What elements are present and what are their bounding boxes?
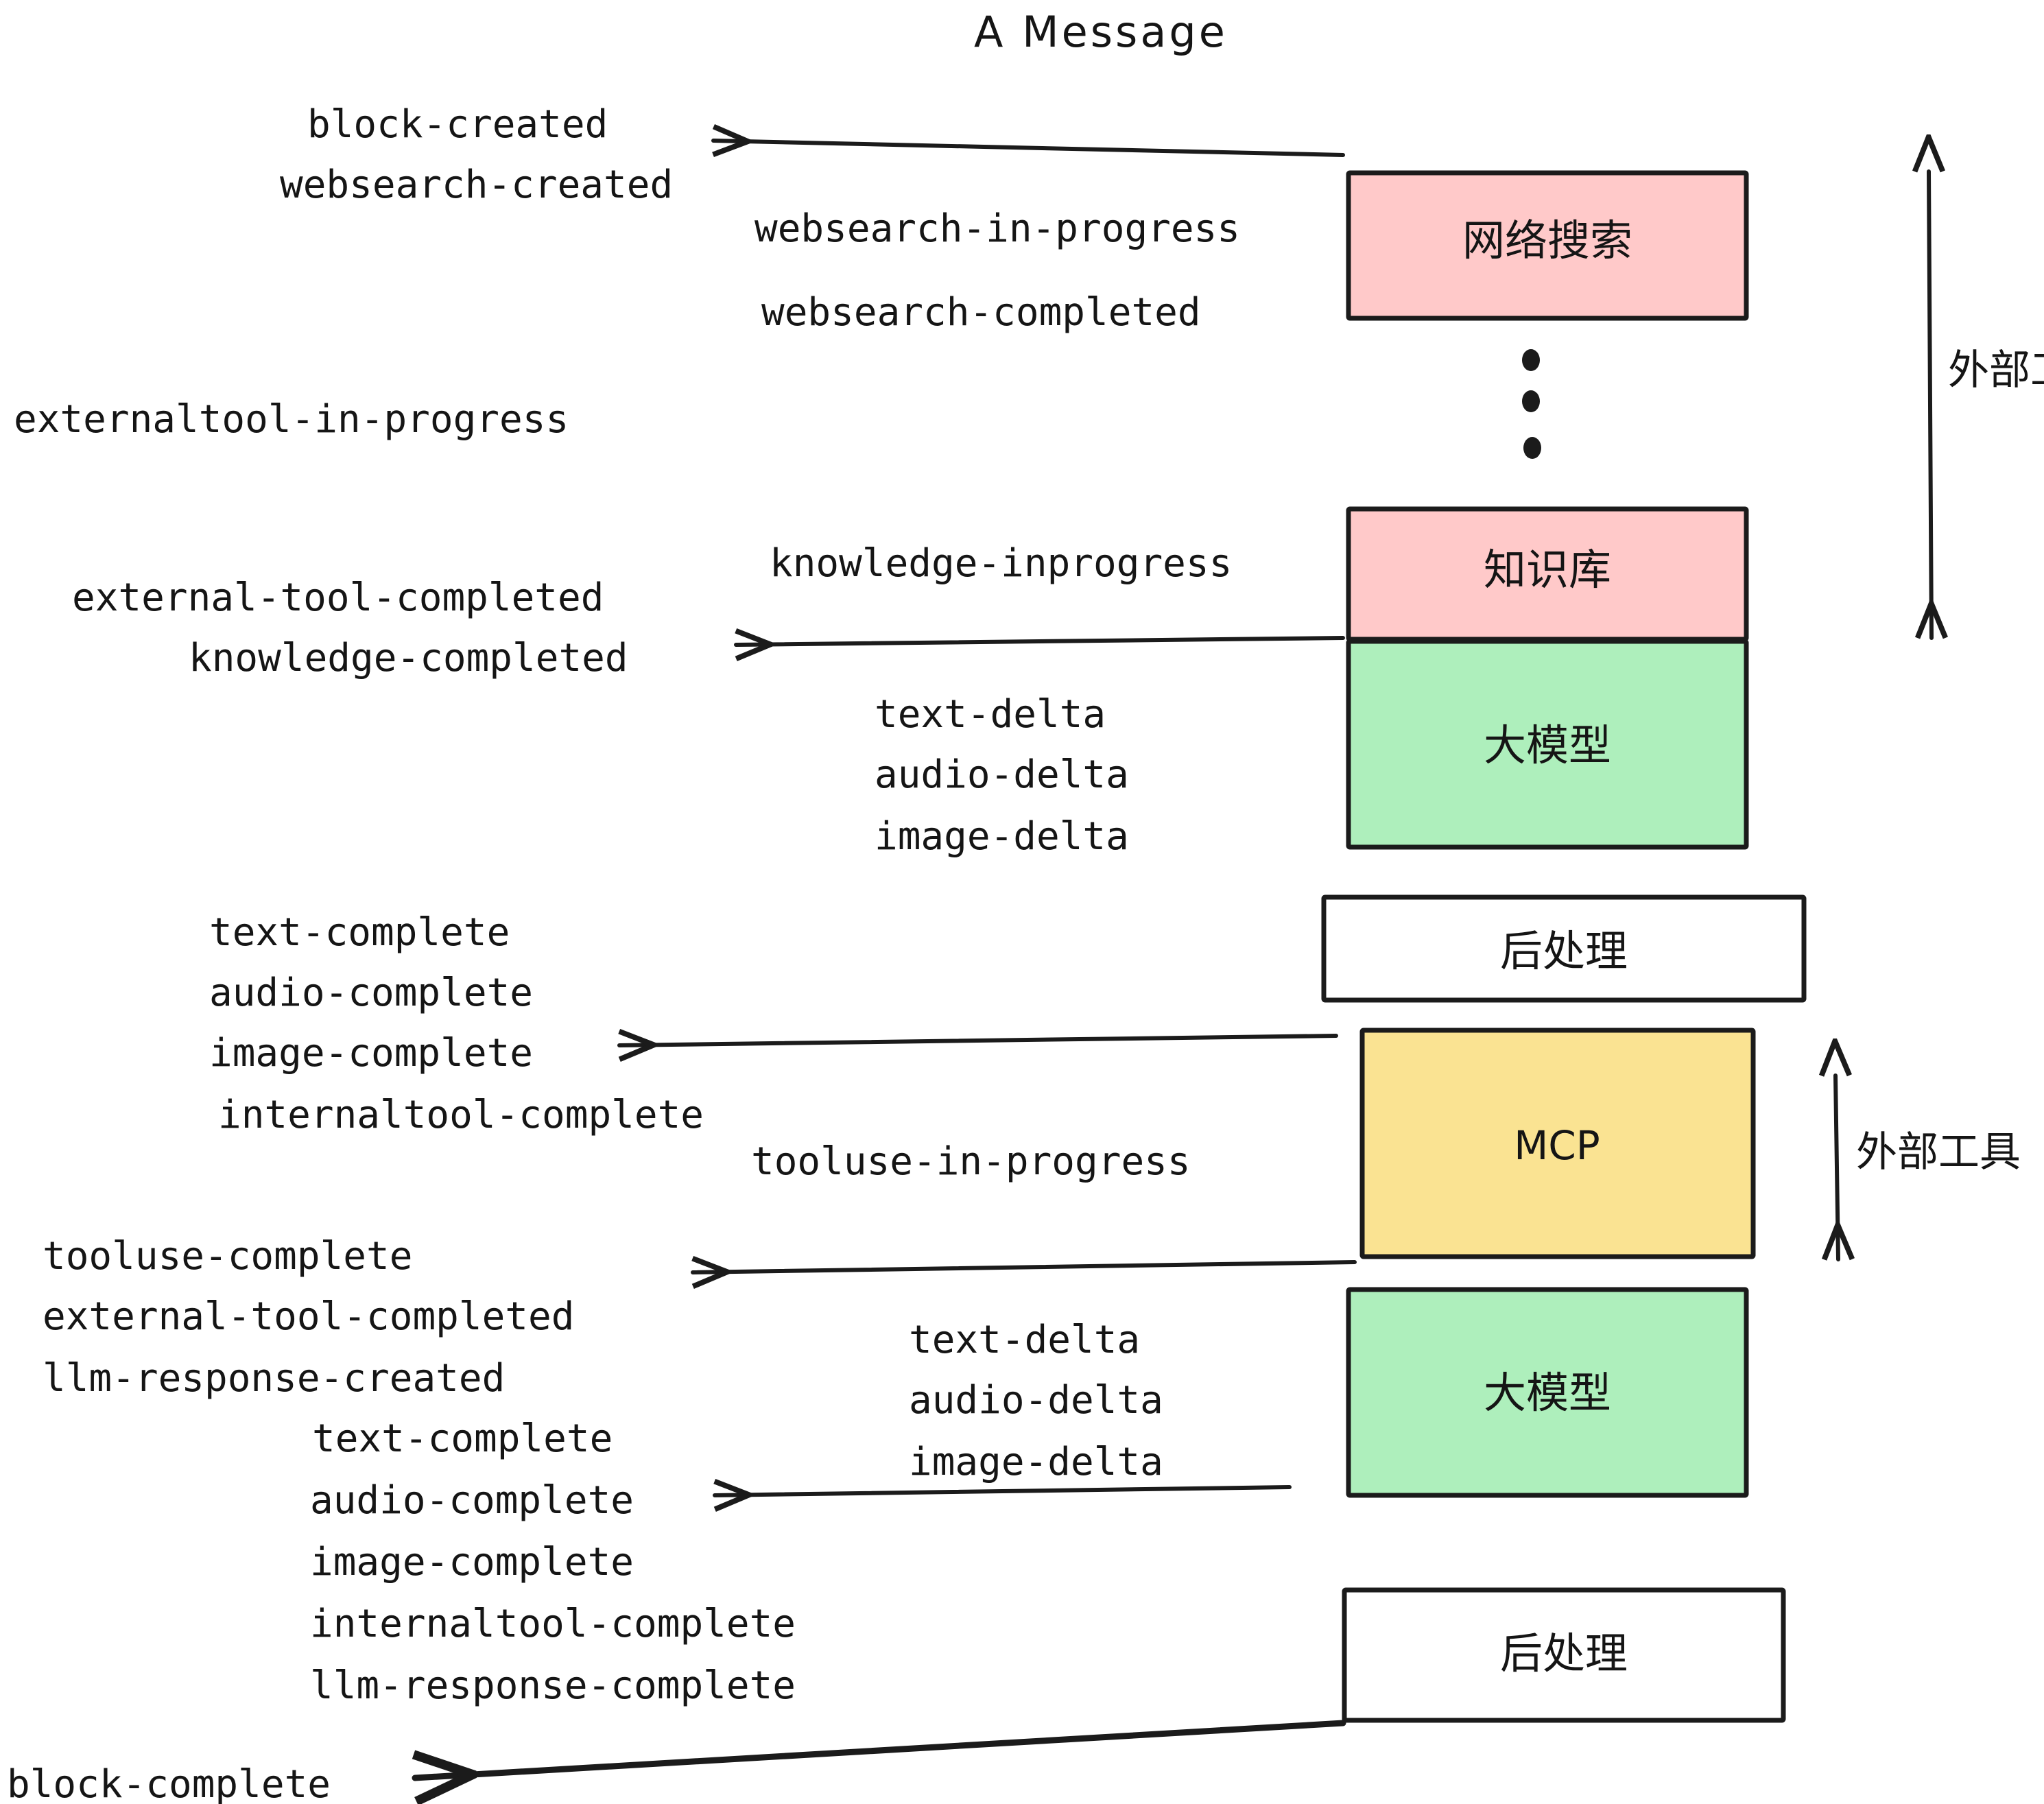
box-postprocess-bottom-label: 后处理 bbox=[1500, 1628, 1628, 1678]
external-tools-top-arrow bbox=[1929, 171, 1932, 640]
ellipsis-dot-1 bbox=[1522, 349, 1540, 371]
event-knowledge-inprogress: knowledge-inprogress bbox=[770, 541, 1232, 586]
event-externaltool-in-progress: externaltool-in-progress bbox=[14, 397, 569, 442]
event-tooluse-complete: tooluse-complete bbox=[43, 1234, 412, 1279]
event-websearch-completed: websearch-completed bbox=[761, 290, 1201, 335]
external-tools-top-label: 外部工具 bbox=[1948, 346, 2044, 394]
event-internaltool-complete-2: internaltool-complete bbox=[310, 1602, 796, 1646]
event-llm-response-created: llm-response-created bbox=[43, 1356, 505, 1401]
event-text-complete-2: text-complete bbox=[312, 1416, 613, 1461]
event-knowledge-completed: knowledge-completed bbox=[189, 636, 628, 680]
event-text-delta-2: text-delta bbox=[909, 1318, 1140, 1362]
event-block-complete: block-complete bbox=[7, 1762, 331, 1804]
event-image-complete-1: image-complete bbox=[209, 1031, 533, 1076]
arrow-knowledge-completed bbox=[734, 638, 1345, 645]
arrow-block-created bbox=[711, 141, 1345, 155]
event-audio-complete-1: audio-complete bbox=[209, 971, 533, 1015]
box-websearch-label: 网络搜索 bbox=[1462, 215, 1632, 265]
external-tools-bottom-label: 外部工具 bbox=[1856, 1128, 2021, 1176]
event-audio-delta-2: audio-delta bbox=[909, 1378, 1163, 1423]
box-mcp bbox=[1359, 1028, 1756, 1259]
external-tools-bottom-arrow bbox=[1835, 1076, 1838, 1261]
box-websearch bbox=[1346, 170, 1749, 321]
event-llm-response-complete: llm-response-complete bbox=[310, 1663, 796, 1708]
event-image-delta-2: image-delta bbox=[909, 1440, 1163, 1484]
box-postprocess-top bbox=[1321, 894, 1807, 1003]
event-audio-complete-2: audio-complete bbox=[310, 1478, 634, 1523]
event-text-delta-1: text-delta bbox=[875, 692, 1106, 737]
event-websearch-created: websearch-created bbox=[280, 163, 673, 207]
page-title: A Message bbox=[974, 7, 1228, 57]
event-audio-delta-1: audio-delta bbox=[875, 752, 1129, 797]
event-internaltool-complete-1: internaltool-complete bbox=[218, 1093, 704, 1137]
event-websearch-in-progress: websearch-in-progress bbox=[754, 206, 1240, 251]
event-text-complete-1: text-complete bbox=[209, 910, 510, 955]
ellipsis-dot-2 bbox=[1522, 390, 1540, 412]
box-postprocess-top-label: 后处理 bbox=[1500, 926, 1628, 976]
event-tooluse-in-progress: tooluse-in-progress bbox=[751, 1139, 1191, 1184]
box-llm-top bbox=[1346, 639, 1749, 850]
arrow-tooluse-complete bbox=[691, 1262, 1357, 1272]
event-image-complete-2: image-complete bbox=[310, 1540, 634, 1585]
ellipsis-dot-3 bbox=[1523, 437, 1541, 459]
arrow-audio-complete bbox=[713, 1487, 1292, 1495]
box-llm-bottom-label: 大模型 bbox=[1484, 1368, 1611, 1418]
event-external-tool-completed-1: external-tool-completed bbox=[72, 575, 604, 620]
box-knowledge-label: 知识库 bbox=[1484, 545, 1611, 595]
arrow-image-complete bbox=[617, 1036, 1338, 1045]
box-llm-top-label: 大模型 bbox=[1484, 720, 1611, 770]
box-postprocess-bottom bbox=[1342, 1587, 1786, 1723]
arrow-block-complete bbox=[412, 1720, 1346, 1778]
event-external-tool-completed-2: external-tool-completed bbox=[43, 1294, 574, 1339]
box-mcp-label: MCP bbox=[1514, 1122, 1600, 1169]
event-block-created: block-created bbox=[307, 102, 608, 147]
event-image-delta-1: image-delta bbox=[875, 814, 1129, 859]
box-llm-bottom bbox=[1346, 1287, 1749, 1498]
